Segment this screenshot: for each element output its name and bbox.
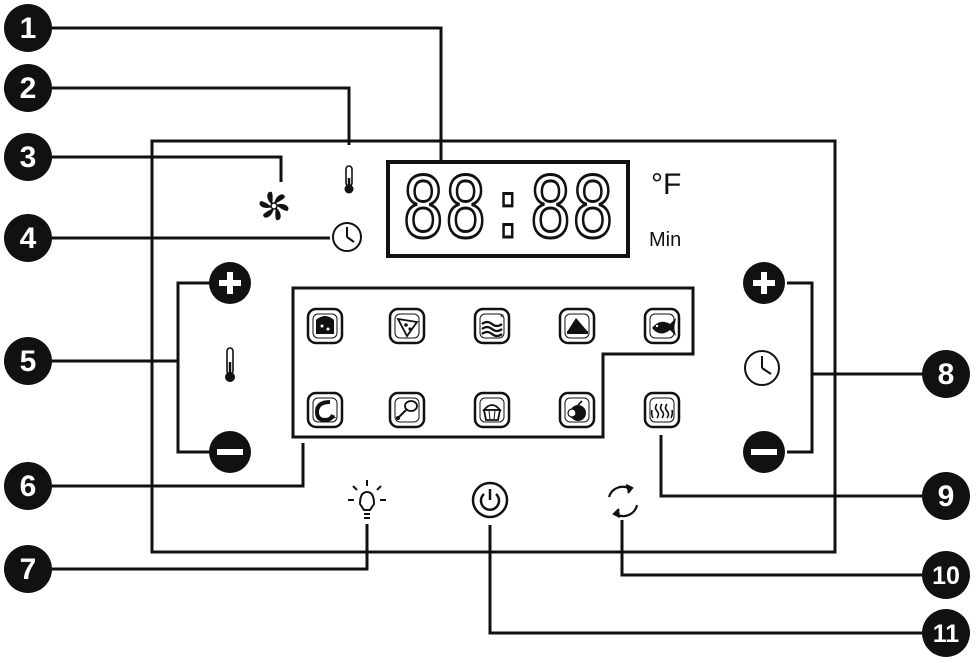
- fan-icon: [259, 191, 289, 221]
- fish-icon: [652, 318, 676, 336]
- svg-text:1: 1: [20, 12, 37, 45]
- unit-fahrenheit: °F: [651, 168, 681, 201]
- leader-11: [488, 525, 929, 635]
- svg-text:5: 5: [20, 345, 37, 378]
- clock-icon: [332, 222, 362, 252]
- svg-text:9: 9: [938, 480, 955, 513]
- dehydrate-icon: [650, 403, 674, 419]
- svg-text:11: 11: [933, 620, 960, 648]
- light-bulb-icon: [348, 480, 386, 519]
- preset-fruit-button[interactable]: [558, 391, 596, 429]
- svg-text:6: 6: [20, 470, 37, 503]
- display-window: [386, 160, 630, 258]
- leader-3: [52, 155, 283, 182]
- callout-9: 9: [922, 472, 970, 520]
- preset-shrimp-button[interactable]: [306, 391, 344, 429]
- callout-11: 11: [922, 609, 970, 657]
- display-digits: 88:88: [402, 159, 614, 257]
- time-clock-icon: [744, 350, 780, 386]
- fruit-icon: [567, 400, 586, 421]
- leader-10: [620, 520, 929, 577]
- temp-thermometer-icon: [225, 347, 235, 382]
- unit-minutes: Min: [649, 229, 681, 251]
- cake-slice-icon: [567, 318, 588, 334]
- rotate-icon: [607, 484, 639, 518]
- cupcake-icon: [482, 404, 502, 421]
- leader-7: [52, 524, 369, 571]
- svg-text:7: 7: [20, 553, 37, 586]
- light-button[interactable]: [348, 480, 386, 519]
- svg-text:8: 8: [938, 358, 955, 391]
- svg-text:10: 10: [932, 562, 960, 590]
- power-button[interactable]: [471, 481, 509, 519]
- leader-6: [52, 443, 305, 488]
- time-plus-button[interactable]: [743, 262, 785, 304]
- time-minus-button[interactable]: [743, 431, 785, 473]
- svg-text:2: 2: [20, 72, 37, 105]
- preset-cake-button[interactable]: [558, 307, 596, 345]
- preset-fish-button[interactable]: [643, 307, 681, 345]
- callout-7: 7: [4, 545, 52, 593]
- svg-text:4: 4: [20, 222, 37, 255]
- preset-chicken-button[interactable]: [388, 391, 426, 429]
- callout-badges: 1 2 3 4 5 6 7 8 9 10 11: [4, 4, 970, 657]
- thermometer-icon: [344, 165, 354, 194]
- leader-2: [52, 86, 351, 145]
- callout-5: 5: [4, 337, 52, 385]
- bread-icon: [316, 316, 334, 334]
- power-icon: [479, 489, 501, 511]
- callout-1: 1: [4, 4, 52, 52]
- callout-4: 4: [4, 214, 52, 262]
- preset-cupcake-button[interactable]: [473, 391, 511, 429]
- panel-outline: [150, 139, 837, 554]
- temp-plus-button[interactable]: [209, 262, 251, 304]
- leader-9: [659, 435, 929, 498]
- callout-8: 8: [922, 350, 970, 398]
- svg-text:3: 3: [20, 141, 37, 174]
- chicken-leg-icon: [396, 400, 418, 420]
- callout-3: 3: [4, 133, 52, 181]
- preset-bread-button[interactable]: [306, 307, 344, 345]
- shrimp-icon: [314, 400, 336, 423]
- preset-dehydrate-button[interactable]: [643, 391, 681, 429]
- bacon-icon: *: [481, 313, 504, 338]
- leader-8-bracket: [787, 281, 814, 454]
- preset-bacon-button[interactable]: *: [473, 307, 511, 345]
- svg-text:*: *: [500, 313, 504, 322]
- pizza-icon: [396, 317, 419, 338]
- callout-2: 2: [4, 64, 52, 112]
- rotate-button[interactable]: [607, 484, 639, 518]
- leader-5-bracket: [176, 281, 210, 454]
- temp-minus-button[interactable]: [209, 431, 251, 473]
- preset-pizza-button[interactable]: [388, 307, 426, 345]
- leader-1: [52, 26, 443, 162]
- leader-lines: [52, 26, 929, 635]
- callout-6: 6: [4, 462, 52, 510]
- callout-10: 10: [922, 551, 970, 599]
